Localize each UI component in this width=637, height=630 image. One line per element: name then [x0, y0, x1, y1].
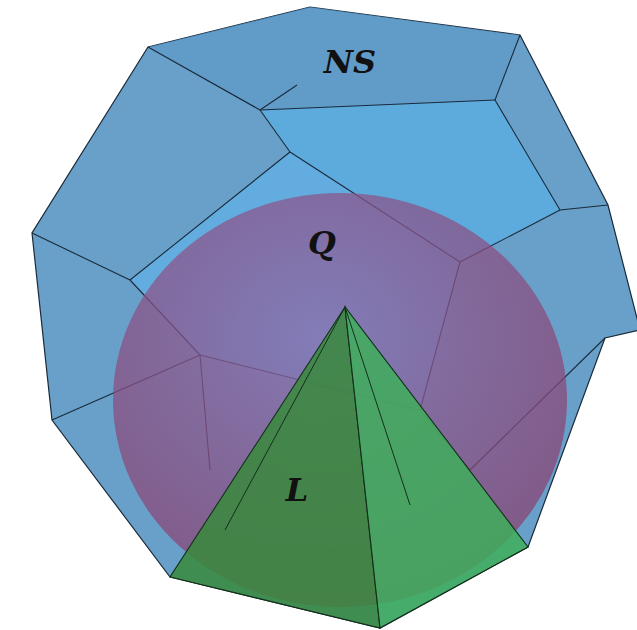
pyramid-l-shape	[165, 300, 535, 630]
shape-label: L	[286, 474, 309, 506]
shape-label: NS	[324, 46, 376, 78]
shape-label: Q	[308, 227, 336, 259]
pyramid-l: L	[165, 300, 535, 630]
